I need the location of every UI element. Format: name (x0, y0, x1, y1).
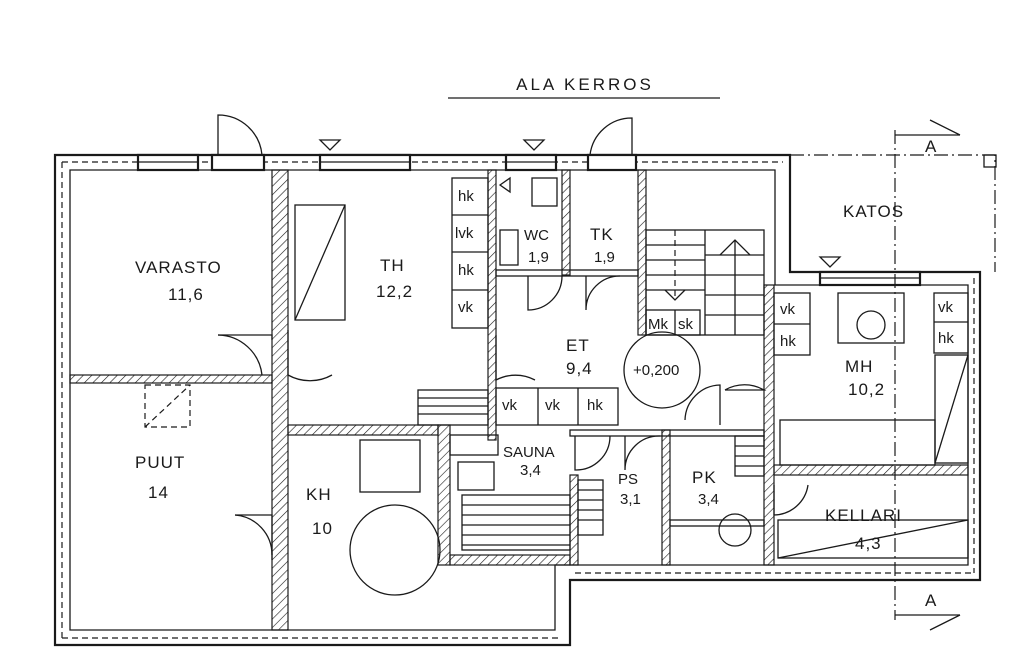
mh-cabinet-hk-left: hk (780, 333, 796, 350)
room-kh-name: KH (306, 485, 332, 504)
cabinet-lvk: lvk (455, 225, 474, 242)
room-mh-name: MH (845, 357, 873, 376)
room-tk-name: TK (590, 225, 614, 244)
room-th-name: TH (380, 256, 405, 275)
level-mark: +0,200 (633, 362, 679, 379)
room-kh-area: 10 (312, 519, 333, 538)
room-puut-name: PUUT (135, 453, 185, 472)
room-labels: VARASTO 11,6 PUUT 14 TH 12,2 KH 10 WC 1,… (135, 202, 904, 553)
mh-cabinet-vk-right: vk (938, 299, 954, 316)
kh-fixtures (349, 439, 441, 596)
room-ps-area: 3,1 (620, 491, 641, 508)
puut-dashed-box (144, 384, 191, 428)
cabinet-et-hk: hk (587, 397, 603, 414)
room-kellari-area: 4,3 (855, 534, 882, 553)
room-sauna-area: 3,4 (520, 462, 541, 479)
room-ps-name: PS (618, 471, 638, 488)
staircase (417, 229, 765, 426)
room-mh-area: 10,2 (848, 380, 885, 399)
room-kellari-name: KELLARI (825, 506, 902, 525)
th-cabinet-column: hk lvk hk vk (451, 176, 511, 329)
section-marker-bottom: A (925, 591, 937, 610)
room-pk-area: 3,4 (698, 491, 719, 508)
room-th-area: 12,2 (376, 282, 413, 301)
mh-cabinet-hk-right: hk (938, 330, 954, 347)
interior-doors (217, 275, 809, 560)
plan-title: ALA KERROS (516, 75, 654, 94)
mk-label: Mk (648, 316, 668, 333)
cabinet-hk-1: hk (458, 188, 474, 205)
stair-storage: Mk sk (645, 309, 701, 336)
sauna-fixtures (449, 434, 604, 551)
room-varasto-area: 11,6 (168, 285, 204, 304)
level-circle (623, 331, 701, 409)
cabinet-et-vk-1: vk (502, 397, 518, 414)
outer-walls (53, 153, 982, 647)
section-marker-top: A (925, 137, 937, 156)
room-tk-area: 1,9 (594, 249, 615, 266)
mh-cabinet-vk-left: vk (780, 301, 796, 318)
section-line-a: A A (894, 119, 961, 631)
exterior-doors (210, 114, 638, 172)
cabinet-et-vk-2: vk (545, 397, 561, 414)
wc-fixtures (499, 177, 558, 266)
room-puut-area: 14 (148, 483, 169, 502)
cabinet-hk-2: hk (458, 262, 474, 279)
room-varasto-name: VARASTO (135, 258, 222, 277)
room-et-name: ET (566, 336, 590, 355)
room-wc-name: WC (524, 227, 549, 244)
room-wc-area: 1,9 (528, 249, 549, 266)
katos-outline (790, 154, 997, 272)
th-furniture (294, 204, 346, 321)
mh-cabinets: vk hk vk hk (773, 292, 969, 466)
pk-fixtures (718, 435, 969, 559)
room-katos-name: KATOS (843, 202, 904, 221)
et-cabinet-row: vk vk hk (495, 387, 619, 426)
room-et-area: 9,4 (566, 359, 593, 378)
room-sauna-name: SAUNA (503, 444, 555, 461)
interior-walls (69, 169, 969, 631)
sk-label: sk (678, 316, 694, 333)
room-pk-name: PK (692, 468, 717, 487)
cabinet-vk: vk (458, 299, 474, 316)
